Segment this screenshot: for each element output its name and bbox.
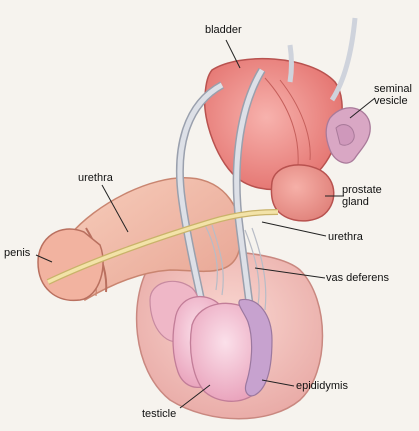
ureter-left [287, 44, 294, 83]
leader-seminal-vesicle [349, 97, 376, 119]
leader-bladder [225, 39, 241, 69]
label-urethra-lower: urethra [328, 231, 363, 243]
label-seminal-vesicle-line1: seminal [374, 83, 412, 95]
leader-testicle [179, 384, 211, 409]
label-seminal-vesicle-line2: vesicle [374, 95, 408, 107]
label-penis: penis [4, 247, 31, 259]
urethra-tube-inner [47, 210, 279, 284]
leader-vas-deferens [254, 267, 326, 279]
bladder-shape [203, 57, 343, 191]
glans [37, 228, 104, 302]
leader-urethra-lower [261, 221, 327, 237]
leader-urethra-upper [101, 184, 129, 233]
leader-penis [35, 254, 53, 263]
label-bladder: bladder [205, 24, 242, 36]
leader-lines [35, 39, 376, 409]
label-vas-deferens: vas deferens [326, 272, 389, 284]
bladder-fold-2 [279, 79, 311, 161]
seminal-vesicle-lobe [335, 124, 355, 146]
ureter-right [329, 17, 358, 102]
epididymis-shape [238, 298, 273, 397]
vas-deferens-tube-left-inner [177, 82, 224, 321]
spermatic-cord-vessels [204, 224, 267, 311]
label-testicle: testicle [142, 408, 177, 420]
prostate-shape [270, 164, 335, 222]
label-prostate-line1: prostate [342, 184, 382, 196]
label-urethra-upper: urethra [78, 172, 113, 184]
leader-epididymis [261, 379, 295, 387]
label-epididymis: epididymis [296, 380, 348, 392]
label-prostate-line2: gland [342, 196, 369, 208]
bladder-fold [264, 77, 299, 166]
